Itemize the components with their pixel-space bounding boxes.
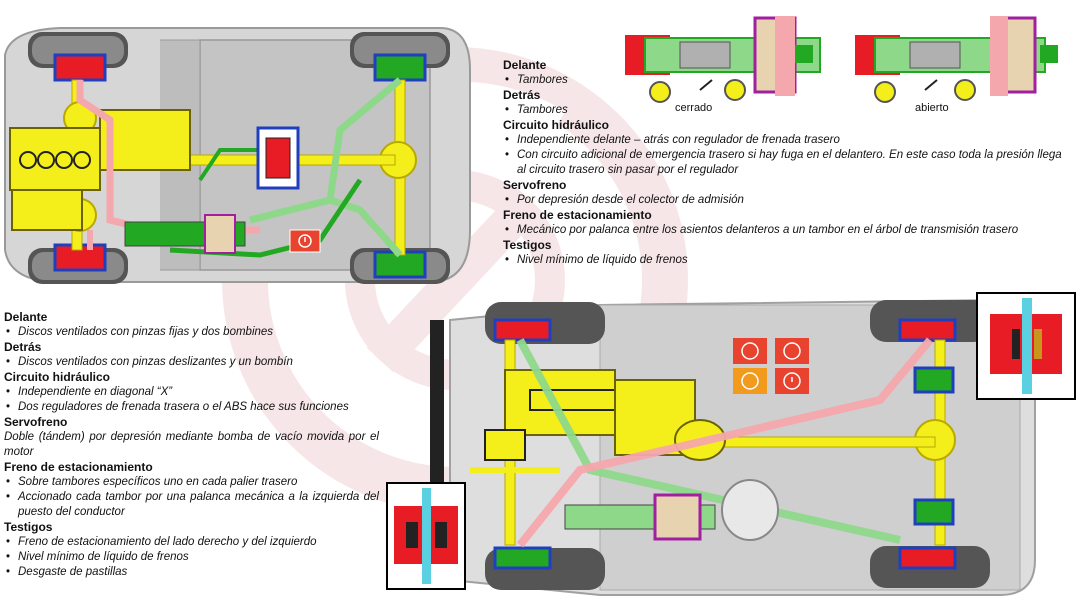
section-heading: Delante xyxy=(503,58,547,72)
section-heading: Freno de estacionamiento xyxy=(503,208,652,222)
section-heading: Testigos xyxy=(4,520,53,534)
bullet-item: Dos reguladores de frenada trasera o el … xyxy=(4,400,379,415)
bullet-item: Con circuito adicional de emergencia tra… xyxy=(503,148,1071,178)
vehicle-disc-top-view xyxy=(430,298,1036,596)
disc-system-description: DelanteDiscos ventilados con pinzas fija… xyxy=(4,310,379,580)
section-heading: Circuito hidráulico xyxy=(503,118,610,132)
section-heading: Freno de estacionamiento xyxy=(4,460,153,474)
vehicle-drum-top-view xyxy=(4,27,471,284)
section-heading: Servofreno xyxy=(503,178,567,192)
bullet-item: Freno de estacionamiento del lado derech… xyxy=(4,535,379,550)
bullet-item: Sobre tambores específicos uno en cada p… xyxy=(4,475,379,490)
bullet-item: Por depresión desde el colector de admis… xyxy=(503,193,1071,208)
bullet-item: Mecánico por palanca entre los asientos … xyxy=(503,223,1071,238)
section-heading: Detrás xyxy=(4,340,42,354)
drum-system-description: DelanteTamboresDetrásTamboresCircuito hi… xyxy=(503,58,1071,268)
pad-wear-icon xyxy=(733,368,767,394)
section-heading: Circuito hidráulico xyxy=(4,370,111,384)
bullet-item: Independiente delante – atrás con regula… xyxy=(503,133,1071,148)
section-paragraph: Doble (tándem) por depresión mediante bo… xyxy=(4,431,379,458)
bullet-item: Discos ventilados con pinzas deslizantes… xyxy=(4,355,379,370)
caliper-detail-inset-front xyxy=(386,482,466,590)
section-heading: Testigos xyxy=(503,238,552,252)
bullet-item: Tambores xyxy=(503,103,1071,118)
bullet-item: Nivel mínimo de líquido de frenos xyxy=(4,550,379,565)
section-heading: Detrás xyxy=(503,88,541,102)
section-heading: Servofreno xyxy=(4,415,68,429)
caliper-detail-inset-rear xyxy=(976,292,1076,400)
park-right-icon xyxy=(775,338,809,364)
bullet-item: Discos ventilados con pinzas fijas y dos… xyxy=(4,325,379,340)
section-heading: Delante xyxy=(4,310,48,324)
brake-warning-icon xyxy=(775,368,809,394)
bullet-item: Tambores xyxy=(503,73,1071,88)
bullet-item: Desgaste de pastillas xyxy=(4,565,379,580)
bullet-item: Nivel mínimo de líquido de frenos xyxy=(503,253,1071,268)
bullet-item: Accionado cada tambor por una palanca me… xyxy=(4,490,379,520)
park-left-icon xyxy=(733,338,767,364)
bullet-item: Independiente en diagonal “X” xyxy=(4,385,379,400)
brake-warning-icon xyxy=(289,229,321,253)
